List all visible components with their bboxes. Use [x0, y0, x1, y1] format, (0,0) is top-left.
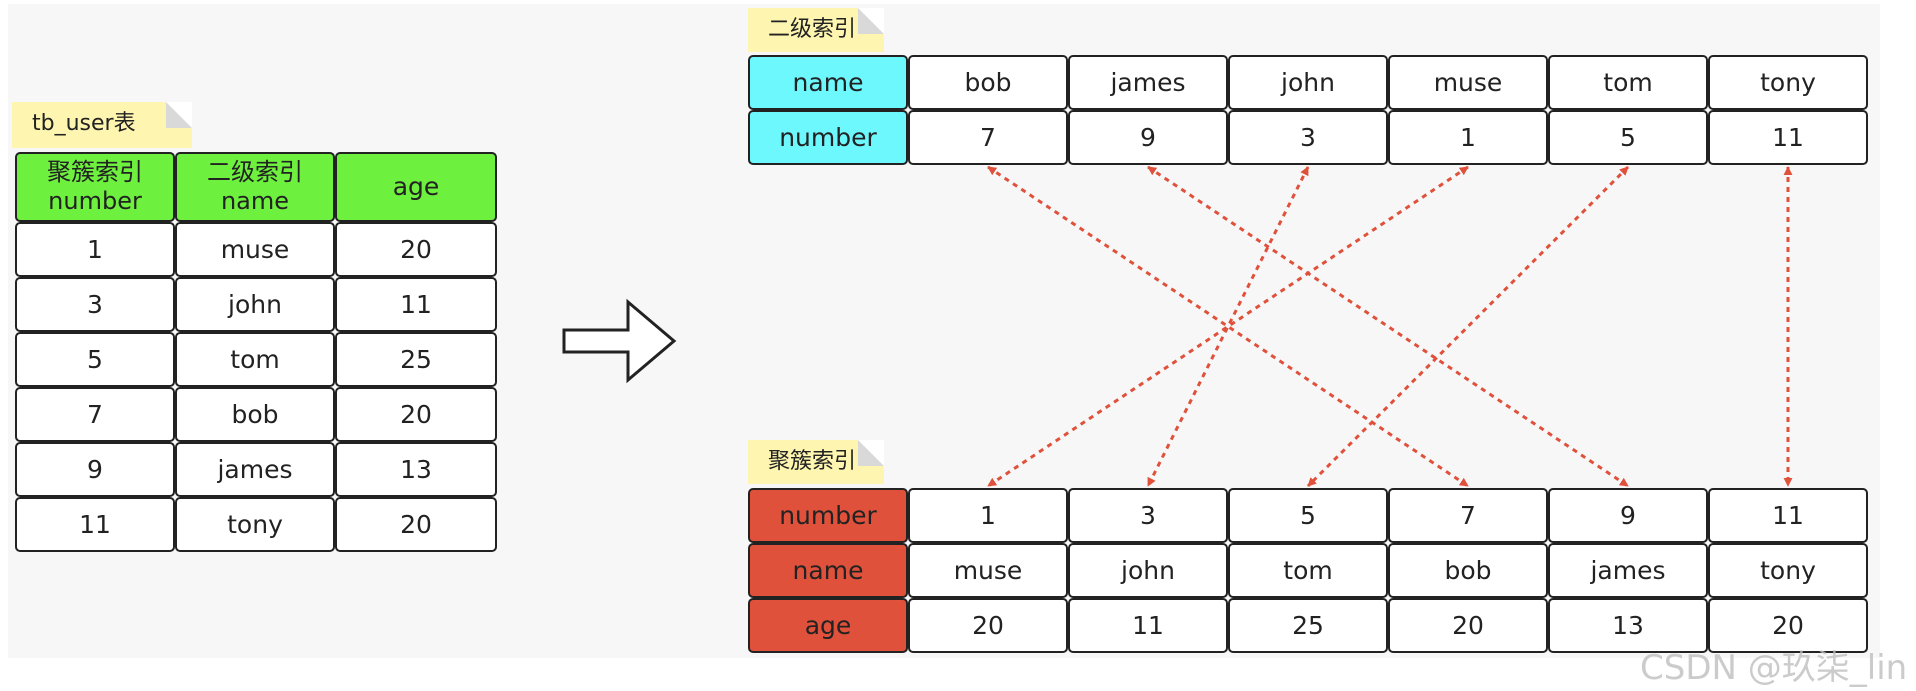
table-cell: john [175, 277, 335, 332]
table-cell: 11 [335, 277, 497, 332]
note-fold-icon [166, 102, 192, 128]
index-key-label: name [748, 55, 908, 110]
index-cell: 25 [1228, 598, 1388, 653]
table-header-cell: age [335, 152, 497, 222]
index-link-arrow [1306, 165, 1630, 488]
table-cell: james [175, 442, 335, 497]
index-cell: tom [1548, 55, 1708, 110]
index-cell: 3 [1068, 488, 1228, 543]
note-fold-icon [858, 440, 884, 466]
index-key-label: name [748, 543, 908, 598]
index-link-arrow [1147, 165, 1629, 488]
index-cell: 3 [1228, 110, 1388, 165]
clustered-index-note: 聚簇索引 [748, 440, 884, 484]
table-cell: muse [175, 222, 335, 277]
index-cell: 7 [908, 110, 1068, 165]
index-link-arrow [987, 165, 1469, 488]
index-cell: 5 [1548, 110, 1708, 165]
index-cell: john [1228, 55, 1388, 110]
index-cell: tony [1708, 543, 1868, 598]
right-arrow-icon [562, 298, 677, 384]
table-header-cell: 二级索引 name [175, 152, 335, 222]
table-cell: 25 [335, 332, 497, 387]
index-cell: 20 [1388, 598, 1548, 653]
index-cell: 9 [1548, 488, 1708, 543]
index-cell: 13 [1548, 598, 1708, 653]
index-cell: tom [1228, 543, 1388, 598]
note-fold-icon [858, 8, 884, 34]
index-cell: 20 [908, 598, 1068, 653]
index-cell: james [1068, 55, 1228, 110]
table-header-cell: 聚簇索引 number [15, 152, 175, 222]
table-cell: 20 [335, 387, 497, 442]
index-cell: john [1068, 543, 1228, 598]
index-cell: 11 [1068, 598, 1228, 653]
index-cell: bob [908, 55, 1068, 110]
table-title: tb_user表 [32, 111, 136, 136]
table-cell: 1 [15, 222, 175, 277]
watermark: CSDN @玖柒_lin [1640, 648, 1908, 688]
index-cell: 1 [908, 488, 1068, 543]
index-cell: 5 [1228, 488, 1388, 543]
index-cell: muse [1388, 55, 1548, 110]
index-cell: bob [1388, 543, 1548, 598]
index-link-arrow [1146, 166, 1310, 487]
table-cell: 11 [15, 497, 175, 552]
table-cell: 20 [335, 497, 497, 552]
index-key-label: number [748, 488, 908, 543]
table-cell: 13 [335, 442, 497, 497]
table-cell: bob [175, 387, 335, 442]
index-cell: 11 [1708, 488, 1868, 543]
index-cell: 20 [1708, 598, 1868, 653]
index-cell: 1 [1388, 110, 1548, 165]
secondary-index-title: 二级索引 [768, 17, 857, 42]
table-cell: 5 [15, 332, 175, 387]
index-cell: tony [1708, 55, 1868, 110]
clustered-index-title: 聚簇索引 [768, 449, 857, 474]
table-cell: 3 [15, 277, 175, 332]
index-cell: 7 [1388, 488, 1548, 543]
secondary-index-note: 二级索引 [748, 8, 884, 52]
index-key-label: number [748, 110, 908, 165]
table-cell: 9 [15, 442, 175, 497]
table-cell: tom [175, 332, 335, 387]
table-cell: tony [175, 497, 335, 552]
index-cell: 9 [1068, 110, 1228, 165]
index-cell: james [1548, 543, 1708, 598]
index-key-label: age [748, 598, 908, 653]
table-cell: 7 [15, 387, 175, 442]
index-cell: muse [908, 543, 1068, 598]
table-title-note: tb_user表 [12, 102, 192, 148]
index-cell: 11 [1708, 110, 1868, 165]
table-cell: 20 [335, 222, 497, 277]
